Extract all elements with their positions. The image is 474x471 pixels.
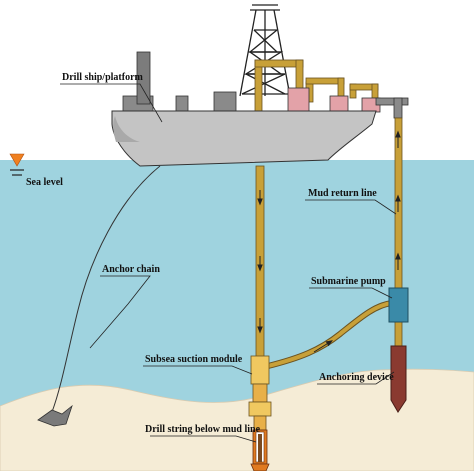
submarine-pump (388, 287, 409, 323)
hull-bow-shade (113, 116, 140, 142)
hose-flow-arrow (313, 340, 333, 353)
label-anchor-chain: Anchor chain (102, 264, 160, 275)
derrick-tower-icon (239, 4, 291, 97)
label-mud-return-line: Mud return line (308, 188, 377, 199)
mud-tank-unit (329, 95, 349, 113)
anchor-icon (37, 404, 73, 427)
leader-anchoring-device (317, 371, 395, 385)
leader-subsea-suction-module (143, 365, 253, 375)
crane-column (136, 51, 151, 105)
label-subsea-suction-module: Subsea suction module (145, 354, 243, 365)
anchoring-device (390, 345, 407, 413)
label-submarine-pump: Submarine pump (311, 276, 386, 287)
mud-pump-unit (287, 87, 310, 113)
sea-level-triangle-icon (9, 153, 25, 176)
leader-drill-ship (60, 83, 163, 123)
mud-return-line-lower (394, 321, 403, 347)
drill-bit-assembly (250, 429, 270, 471)
label-anchoring-device: Anchoring device (319, 372, 394, 383)
label-drill-string-below: Drill string below mud line (145, 424, 261, 435)
subsea-suction-module (248, 355, 272, 431)
label-drill-ship: Drill ship/platform (62, 72, 144, 83)
return-line-elbow (375, 97, 409, 106)
anchor-chain (51, 165, 161, 413)
return-line-top (393, 97, 403, 119)
leader-mud-return-line (305, 199, 397, 215)
surface-piping (254, 59, 379, 113)
deck-block-small (175, 95, 189, 113)
leader-submarine-pump (309, 287, 393, 299)
leader-drill-string-below (150, 435, 257, 443)
ship-hull (111, 110, 377, 167)
label-sea-level: Sea level (26, 177, 63, 188)
deck-block-mid (213, 91, 237, 113)
leader-anchor-chain (89, 275, 151, 349)
